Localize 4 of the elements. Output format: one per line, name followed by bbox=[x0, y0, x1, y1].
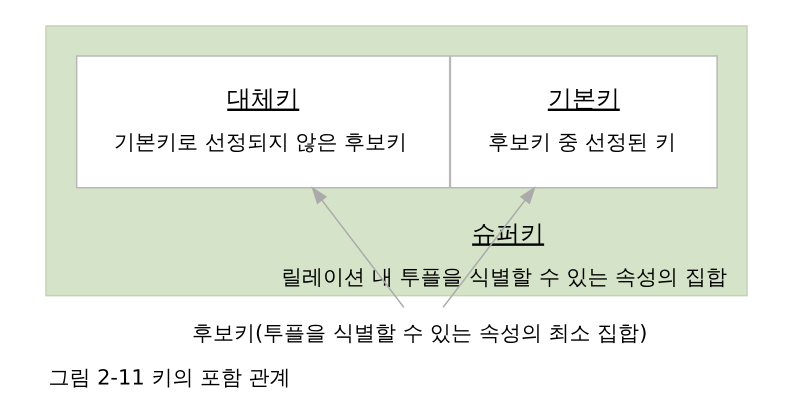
node-box: 기본키 후보키 중 선정된 키 bbox=[449, 55, 718, 189]
caption: 그림 2-11 키의 포함 관계 bbox=[48, 365, 290, 390]
node-box: 대체키 기본키로 선정되지 않은 후보키 bbox=[75, 55, 450, 189]
node-text: 후보키(투플을 식별할 수 있는 속성의 최소 집합) bbox=[192, 321, 647, 346]
